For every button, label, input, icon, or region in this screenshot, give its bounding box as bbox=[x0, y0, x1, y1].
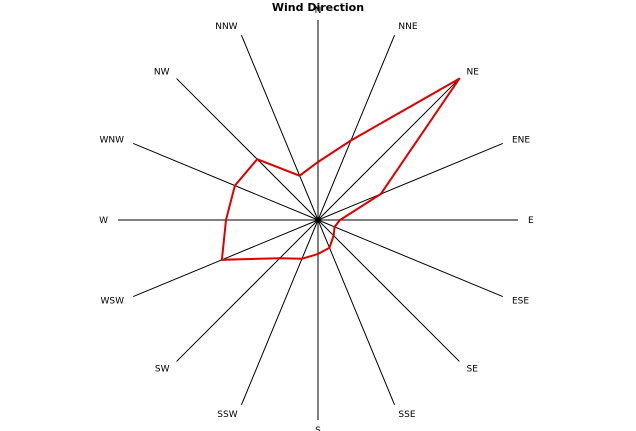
data-point-wsw bbox=[220, 258, 223, 261]
data-point-e bbox=[339, 219, 341, 221]
spoke-ne bbox=[317, 78, 460, 221]
spoke-se bbox=[317, 219, 460, 362]
direction-label-s: S bbox=[315, 426, 321, 431]
chart-title: Wind Direction bbox=[272, 1, 364, 14]
direction-label-ese: ESE bbox=[512, 296, 529, 306]
data-point-se bbox=[332, 234, 335, 237]
data-point-s bbox=[317, 253, 319, 255]
data-point-ne bbox=[458, 77, 461, 80]
data-point-n bbox=[317, 161, 319, 163]
direction-label-ne: NE bbox=[467, 68, 480, 78]
spoke-ene bbox=[317, 143, 503, 221]
direction-label-ene: ENE bbox=[512, 136, 530, 146]
direction-label-ssw: SSW bbox=[217, 410, 237, 420]
wind-frequency-line bbox=[220, 77, 461, 261]
data-point-wnw bbox=[233, 184, 236, 187]
direction-label-wsw: WSW bbox=[100, 296, 124, 306]
data-point-w bbox=[225, 219, 227, 221]
spoke-ese bbox=[317, 219, 503, 297]
spoke-wsw bbox=[133, 219, 319, 297]
spoke-wnw bbox=[133, 143, 319, 221]
spoke-nw bbox=[176, 78, 319, 221]
direction-label-nnw: NNW bbox=[215, 22, 237, 32]
data-point-nne bbox=[349, 139, 352, 142]
data-point-sw bbox=[278, 257, 281, 260]
direction-label-nne: NNE bbox=[398, 22, 417, 32]
data-point-ene bbox=[379, 193, 382, 195]
direction-label-wnw: WNW bbox=[99, 136, 124, 146]
data-point-ssw bbox=[300, 257, 303, 260]
data-point-nnw bbox=[298, 174, 301, 177]
wind-series bbox=[220, 77, 461, 261]
spoke-nne bbox=[317, 35, 395, 221]
data-point-ese bbox=[333, 225, 336, 228]
data-point-sse bbox=[328, 246, 331, 249]
spoke-sse bbox=[317, 219, 395, 405]
direction-label-sw: SW bbox=[155, 365, 170, 375]
data-point-nw bbox=[256, 158, 259, 161]
direction-label-nw: NW bbox=[154, 68, 170, 78]
direction-labels: N NNE NE ENE E ESE SE SSE S SSW SW WSW W WNW NW NNW bbox=[99, 6, 534, 431]
direction-label-e: E bbox=[528, 216, 534, 226]
direction-label-se: SE bbox=[467, 365, 479, 375]
direction-spokes bbox=[118, 20, 518, 420]
direction-label-n: N bbox=[315, 6, 322, 16]
direction-label-sse: SSE bbox=[398, 410, 415, 420]
direction-label-w: W bbox=[99, 216, 108, 226]
spoke-sw bbox=[176, 219, 319, 362]
spoke-ssw bbox=[241, 219, 319, 405]
spoke-nnw bbox=[241, 35, 319, 221]
